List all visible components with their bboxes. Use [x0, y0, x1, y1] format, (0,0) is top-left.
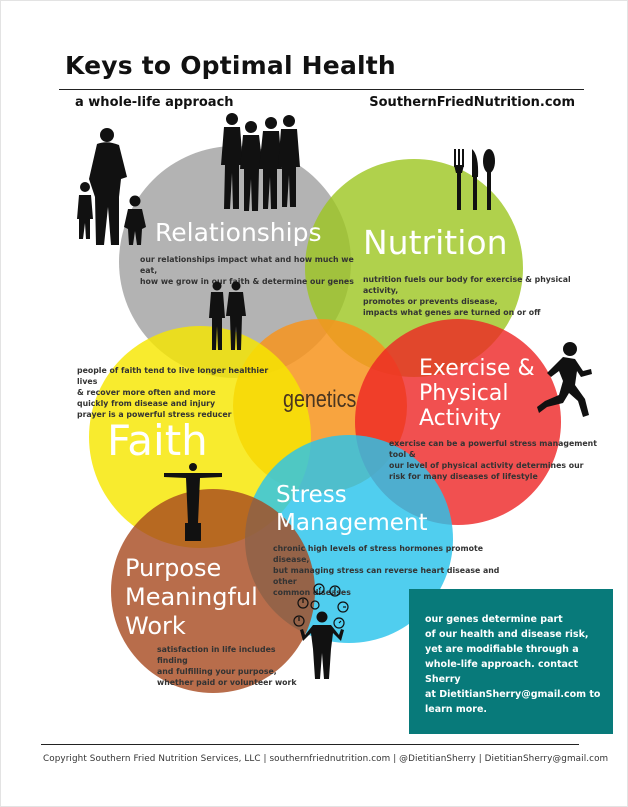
fork-knife-spoon-icon	[454, 149, 495, 210]
genetics-label: genetics	[283, 386, 357, 413]
top-divider	[59, 89, 584, 90]
stress-label: Stress Management	[276, 482, 428, 536]
family-silhouette-icon	[77, 128, 146, 245]
genes-callout-text: our genes determine part of our health a…	[425, 614, 601, 715]
purpose-circle	[111, 489, 315, 693]
faith-text: people of faith tend to live longer heal…	[77, 366, 269, 419]
page-title: Keys to Optimal Health	[65, 51, 396, 80]
stress-text: chronic high levels of stress hormones p…	[273, 544, 500, 597]
faith-label: Faith	[107, 416, 208, 465]
juggling-clocks-businessman-icon	[293, 583, 349, 679]
genes-callout-box	[409, 589, 613, 734]
site-name: SouthernFriedNutrition.com	[369, 95, 575, 110]
purpose-label: Purpose Meaningful Work	[125, 554, 258, 640]
runner-icon	[537, 342, 592, 417]
group-silhouette-icon	[221, 113, 300, 211]
exercise-label: Exercise & Physical Activity	[419, 356, 535, 431]
exercise-text: exercise can be a powerful stress manage…	[389, 439, 597, 481]
purpose-text: satisfaction in life includes finding an…	[157, 645, 297, 687]
page-subtitle: a whole-life approach	[75, 95, 234, 110]
christ-statue-icon	[164, 463, 222, 541]
footer-copyright: Copyright Southern Fried Nutrition Servi…	[43, 754, 609, 764]
couple-silhouette-icon	[209, 281, 246, 350]
nutrition-text: nutrition fuels our body for exercise & …	[363, 275, 571, 317]
relationships-text: our relationships impact what and how mu…	[140, 255, 354, 286]
bottom-divider	[41, 744, 579, 745]
nutrition-label: Nutrition	[363, 223, 508, 262]
relationships-label: Relationships	[155, 218, 322, 247]
